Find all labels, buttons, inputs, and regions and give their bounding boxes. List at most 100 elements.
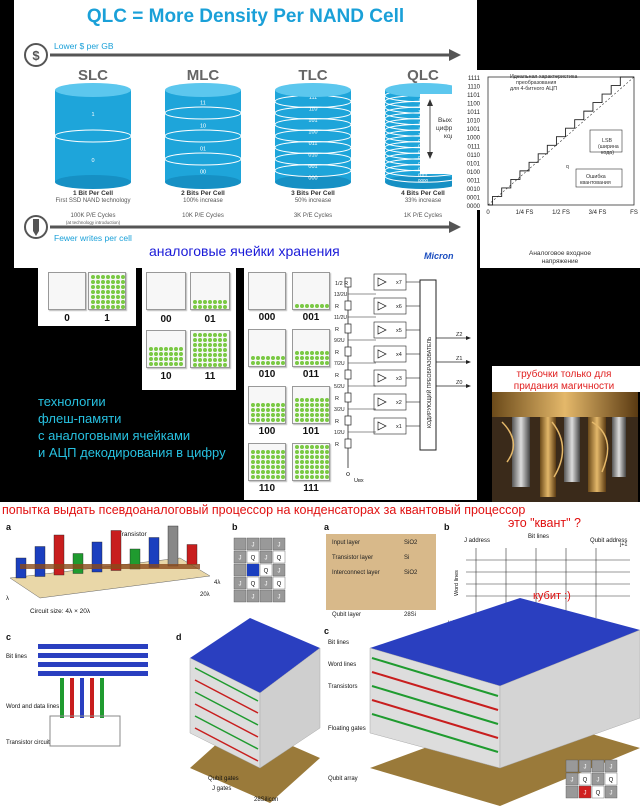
uin-label: Uвх bbox=[354, 478, 364, 484]
resistor-label: R bbox=[335, 304, 339, 310]
adc-yticks: 1111111011011100101110101001100001110110… bbox=[452, 70, 482, 210]
resistor-label: R bbox=[335, 350, 339, 356]
z-label: Z1 bbox=[456, 356, 462, 362]
svg-text:Q: Q bbox=[596, 791, 601, 797]
flash-code: 11 bbox=[204, 371, 216, 382]
flash-code: 0 bbox=[64, 313, 70, 324]
flash-text-line: и АЦП декодирования в цифру bbox=[38, 445, 226, 460]
mlc-pe: 10K P/E Cycles bbox=[182, 213, 224, 219]
voltage-label: 7/2U bbox=[334, 361, 345, 367]
quantum-computer-photo bbox=[492, 392, 638, 507]
svg-text:Q: Q bbox=[251, 556, 256, 562]
c2-bit-lines: Bit lines bbox=[328, 640, 349, 646]
voltage-label: 5/2U bbox=[334, 384, 345, 390]
svg-text:J: J bbox=[571, 778, 574, 784]
qlc-pe: 1K P/E Cycles bbox=[403, 213, 443, 219]
dim-4l: 4λ bbox=[214, 580, 220, 586]
layer-name: Transistor layer bbox=[332, 555, 373, 561]
cell-code: 001 bbox=[308, 164, 317, 170]
c2-word-lines: Word lines bbox=[328, 662, 356, 668]
c2-transistors: Transistors bbox=[328, 684, 357, 690]
flash-text-line: технологии bbox=[38, 394, 106, 409]
analog-cells-label: аналоговые ячейки хранения bbox=[149, 243, 340, 259]
cell-code: 100 bbox=[308, 129, 317, 135]
panel-b-letter: b bbox=[232, 522, 238, 532]
jp1-label: j+1 bbox=[619, 542, 628, 548]
voltage-label: 11/2U bbox=[334, 315, 347, 321]
adc-xlabel: Аналоговое входное напряжение bbox=[529, 250, 591, 265]
tlc-pe: 3K P/E Cycles bbox=[293, 213, 333, 219]
z-label: Z0 bbox=[456, 380, 462, 386]
fewer-writes-label: Fewer writes per cell bbox=[54, 233, 132, 243]
flash-text-line: с аналоговыми ячейками bbox=[38, 428, 191, 443]
c-word-data: Word and data lines bbox=[6, 704, 59, 710]
adc-error-label: Ошибка bbox=[586, 174, 606, 180]
output-label: x5 bbox=[396, 328, 402, 334]
adc-ytick: 0011 bbox=[467, 178, 481, 184]
panel-c-letter: c bbox=[6, 632, 11, 642]
output-label: x4 bbox=[396, 352, 402, 358]
adc-title-line3: для 4-битного АЦП bbox=[510, 86, 557, 92]
adc-ytick: 0000 bbox=[467, 204, 481, 210]
flash-text-line: флеш-памяти bbox=[38, 411, 122, 426]
output-label: x1 bbox=[396, 424, 402, 430]
cell-code: 101 bbox=[308, 118, 317, 124]
voltage-label: 3/2U bbox=[334, 407, 345, 413]
voltage-label: 1/2U bbox=[334, 430, 345, 436]
slc-bits: 1 Bit Per Cell bbox=[72, 190, 114, 197]
adc-ytick: 1010 bbox=[467, 119, 481, 125]
resistor-label: R bbox=[335, 327, 339, 333]
svg-text:J: J bbox=[278, 595, 281, 601]
z-label: Z2 bbox=[456, 332, 462, 338]
mlc-title: MLC bbox=[186, 67, 220, 84]
output-label: x7 bbox=[396, 280, 402, 286]
qlc-bits: 4 Bits Per Cell bbox=[401, 190, 445, 197]
cell-code: 0000 bbox=[418, 178, 429, 183]
adc-ytick: 1100 bbox=[467, 102, 481, 108]
svg-text:Q: Q bbox=[277, 582, 282, 588]
svg-text:J: J bbox=[597, 778, 600, 784]
photo-caption: трубочки только для придания магичности bbox=[513, 369, 615, 392]
c2-qubit-array: Qubit array bbox=[328, 776, 358, 782]
tlc-bits: 3 Bits Per Cell bbox=[291, 190, 335, 197]
cell-code: 011 bbox=[309, 141, 318, 147]
layer-material: Si bbox=[404, 555, 409, 561]
svg-text:J: J bbox=[278, 569, 281, 575]
transistor-label: Transistor bbox=[118, 531, 147, 538]
resistor-label: R bbox=[335, 373, 339, 379]
svg-text:$: $ bbox=[32, 48, 40, 63]
svg-text:Q: Q bbox=[277, 556, 282, 562]
tlc-sub: 50% increase bbox=[294, 198, 332, 204]
silicon-label: 28Silicon bbox=[254, 797, 278, 803]
c-bit-lines: Bit lines bbox=[6, 654, 27, 660]
dim-l: λ bbox=[6, 596, 9, 602]
resistor-label: R bbox=[335, 442, 339, 448]
qubit-gates: Qubit gates bbox=[208, 776, 239, 782]
adc-ytick: 1111 bbox=[468, 76, 481, 82]
slc-cylinder: 10 bbox=[54, 83, 132, 189]
flash-code: 000 bbox=[258, 312, 276, 323]
cell-code: 0 bbox=[91, 158, 94, 164]
svg-text:J: J bbox=[278, 543, 281, 549]
cell-code: 110 bbox=[309, 106, 318, 112]
panel-b2-letter: b bbox=[444, 522, 450, 532]
tlc-title: TLC bbox=[298, 67, 328, 84]
quantum-question: это "квант" ? bbox=[508, 516, 581, 530]
flash-code: 101 bbox=[302, 426, 320, 437]
mlc-bits: 2 Bits Per Cell bbox=[181, 190, 225, 197]
voltage-label: 9/2U bbox=[334, 338, 345, 344]
word-lines: Word lines bbox=[454, 570, 460, 596]
adc-chart-panel: Идеальная характеристика преобразования … bbox=[480, 70, 640, 245]
flash-code: 10 bbox=[160, 371, 172, 382]
voltage-label: 13/2U bbox=[334, 292, 348, 298]
layer-name: Input layer bbox=[332, 540, 360, 546]
cell-code: 00 bbox=[200, 170, 206, 176]
layer-material: 28Si bbox=[404, 612, 416, 618]
cell-code: 1 bbox=[91, 112, 94, 118]
svg-text:J: J bbox=[239, 556, 242, 562]
svg-text:J: J bbox=[265, 582, 268, 588]
flash-group-1bit: 0 1 bbox=[38, 268, 136, 326]
j-gates: J gates bbox=[212, 786, 231, 792]
